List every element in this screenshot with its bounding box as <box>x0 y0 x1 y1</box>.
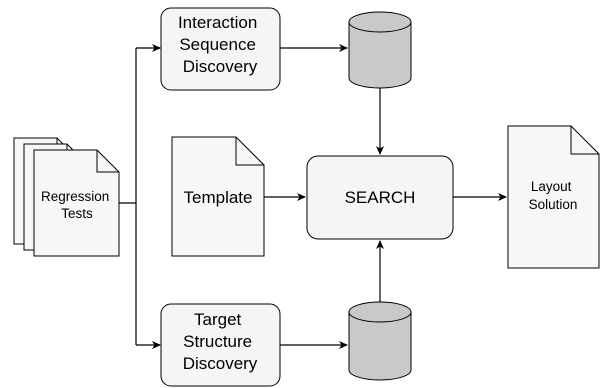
interaction-sequence-discovery-label: Interaction Sequence Discovery <box>178 13 262 76</box>
target-structure-discovery-label-line: Target <box>194 310 242 329</box>
regression-tests-label-line: Regression <box>41 189 109 204</box>
interaction-sequence-discovery-label-line: Interaction <box>178 13 257 32</box>
search-label: SEARCH <box>345 188 416 207</box>
search-label-line: SEARCH <box>345 188 416 207</box>
database-top-icon <box>348 11 412 89</box>
regression-tests-page-front <box>33 149 120 257</box>
interaction-sequence-discovery-label-line: Sequence <box>179 35 256 54</box>
template-label: Template <box>184 188 253 207</box>
layout-solution-label-line: Layout <box>531 179 572 194</box>
search-box: SEARCH <box>306 155 454 240</box>
interaction-sequence-discovery-label-line: Discovery <box>183 57 258 76</box>
target-structure-discovery-label-line: Structure <box>183 332 252 351</box>
regression-tests-doc-stack: Regression Tests <box>13 137 120 257</box>
target-structure-discovery-box: Target Structure Discovery <box>160 303 281 387</box>
regression-tests-label-line: Tests <box>61 206 93 221</box>
template-label-line: Template <box>184 188 253 207</box>
database-bottom-icon <box>348 301 412 381</box>
template-document: Template <box>171 136 265 257</box>
target-structure-discovery-label-line: Discovery <box>183 354 258 373</box>
regression-tests-label: Regression Tests <box>41 189 113 221</box>
layout-solution-label: Layout Solution <box>529 179 578 212</box>
layout-solution-label-line: Solution <box>529 197 578 212</box>
target-structure-discovery-label: Target Structure Discovery <box>183 310 258 373</box>
interaction-sequence-discovery-box: Interaction Sequence Discovery <box>160 7 281 91</box>
branch-connector <box>119 44 161 349</box>
layout-solution-document: Layout Solution <box>507 125 600 269</box>
